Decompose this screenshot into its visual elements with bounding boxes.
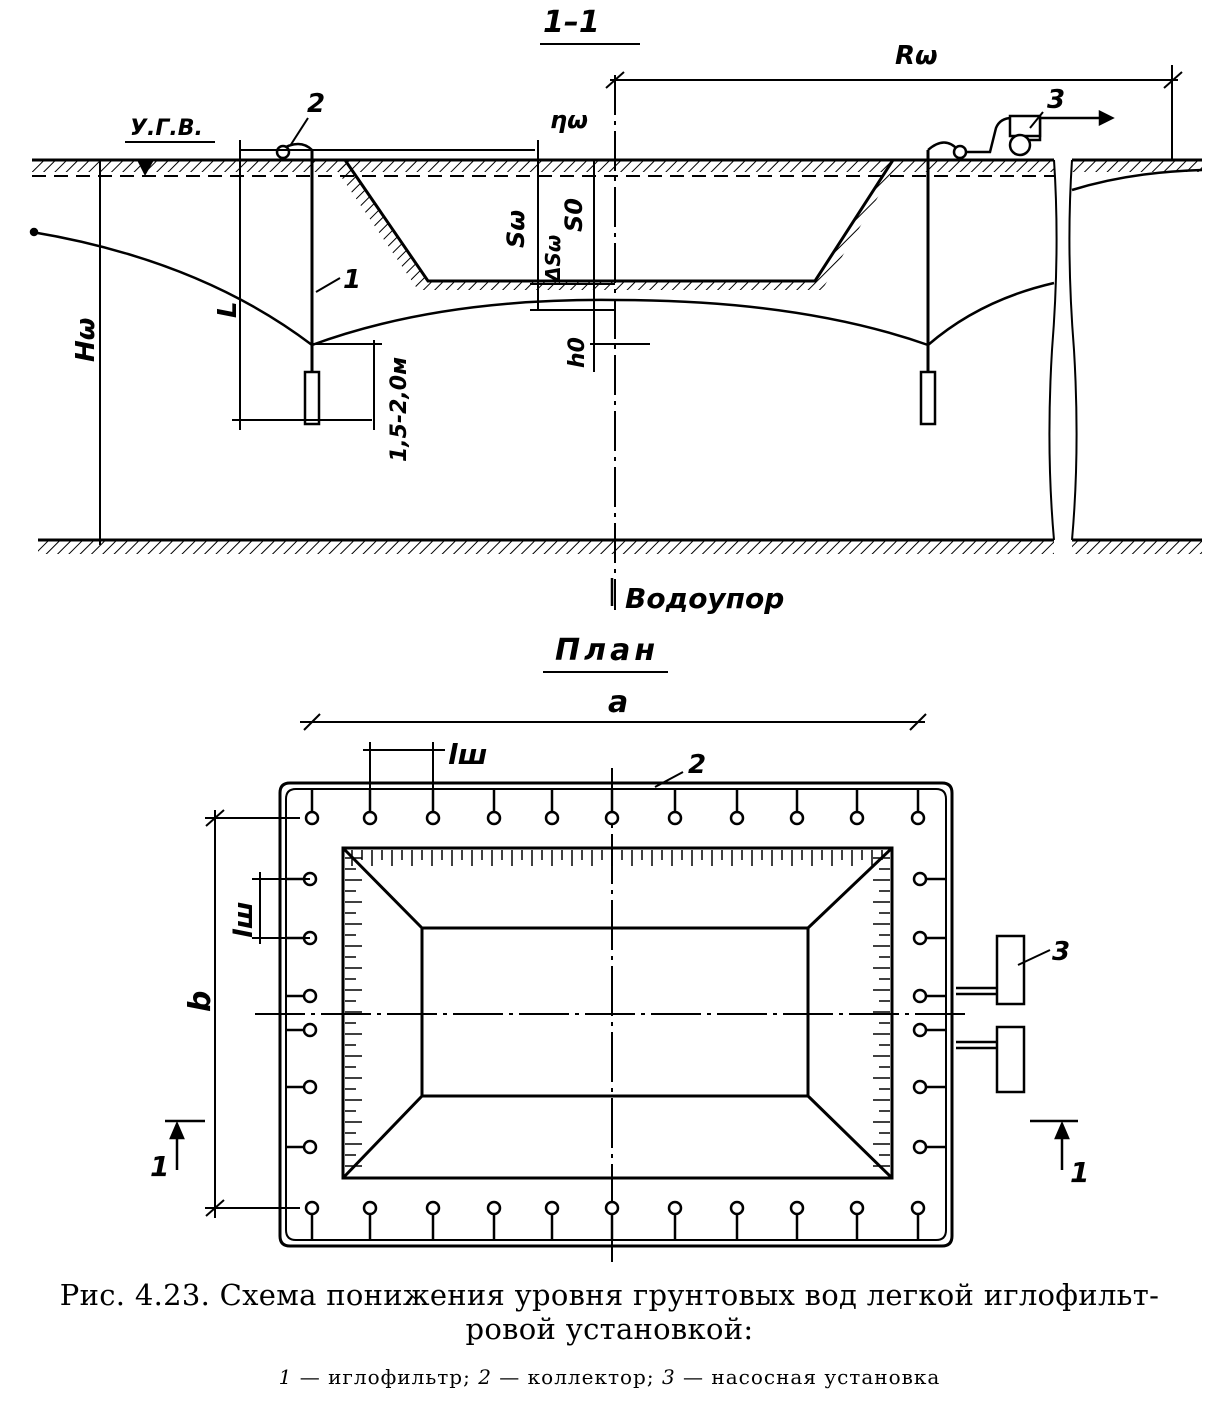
wellpoint-icon <box>425 1200 441 1240</box>
label-depth: 1,5-2,0м <box>387 357 412 462</box>
wellpoint-icon <box>849 789 865 826</box>
section-view: 1–1 <box>29 5 1203 615</box>
wellpoint-icon <box>286 988 318 1004</box>
wellpoint-icon <box>912 871 946 887</box>
plan-title: План <box>555 633 659 668</box>
label-S0: S0 <box>560 198 588 232</box>
aquiclude-layer <box>38 538 1202 554</box>
radius-dimension <box>605 65 1183 160</box>
drawdown-dimensions <box>99 140 650 545</box>
label-h0: h0 <box>565 337 590 368</box>
section-mark-right <box>1030 1119 1078 1170</box>
label-dimension-a: a <box>608 685 628 720</box>
pump-leader <box>1029 111 1044 129</box>
dimension-lsh-left <box>252 872 310 944</box>
label-collector-2: 2 <box>307 89 325 119</box>
label-H: Hω <box>71 318 101 362</box>
wellpoint-icon <box>729 1200 745 1240</box>
label-wellpoint-1: 1 <box>343 265 361 295</box>
wellpoint-icon <box>362 1200 378 1240</box>
caption-line-2: ровой установкой: <box>465 1312 754 1346</box>
wellpoint-icon <box>425 789 441 826</box>
section-title: 1–1 <box>543 5 600 40</box>
wellpoint-icon <box>910 1200 926 1240</box>
excavation-pit <box>338 159 895 290</box>
caption-legend: 1 — иглофильтр; 2 — коллектор; 3 — насос… <box>0 1364 1219 1390</box>
collector-frame <box>278 781 954 1248</box>
wellpoint-icon <box>486 1200 502 1240</box>
legend-2-num: 2 <box>478 1365 492 1389</box>
wellpoint-icon <box>604 789 620 826</box>
wellpoint-icon <box>912 1079 946 1095</box>
pump-unit-icon <box>966 109 1115 157</box>
label-lsh-left: lш <box>229 901 259 938</box>
dimension-a <box>300 713 927 731</box>
wellpoint-icon <box>604 1200 620 1240</box>
wellpoint-leader <box>315 277 341 293</box>
legend-1-num: 1 <box>278 1365 293 1389</box>
label-pump-plan: 3 <box>1052 937 1070 967</box>
label-section-mark-left: 1 <box>150 1150 169 1183</box>
wellpoint-icon <box>667 789 683 826</box>
wellpoint-icon <box>286 1079 318 1095</box>
label-radius: Rω <box>895 41 938 71</box>
wellpoint-icon <box>667 1200 683 1240</box>
label-collector-plan: 2 <box>688 750 706 780</box>
wellpoint-icon <box>789 789 805 826</box>
plan-view: План a lш 2 <box>150 633 1089 1262</box>
dimension-b <box>205 809 300 1218</box>
wellpoint-right <box>919 141 968 426</box>
section-mark-left <box>165 1119 205 1170</box>
label-dimension-b: b <box>183 991 218 1012</box>
wellpoint-icon <box>362 789 378 826</box>
wellpoint-icon <box>789 1200 805 1240</box>
label-pump-3: 3 <box>1047 85 1065 115</box>
wellpoint-icon <box>912 930 946 946</box>
wellpoint-icon <box>286 1022 318 1038</box>
pump-plan-leader <box>1017 949 1051 966</box>
wellpoint-icon <box>912 1139 946 1155</box>
pit-plan <box>341 846 894 1180</box>
wellpoint-icon <box>849 1200 865 1240</box>
label-section-mark-right: 1 <box>1070 1156 1089 1189</box>
wellpoint-icon <box>304 1200 320 1240</box>
label-delta-S: ΔSω <box>541 235 565 284</box>
collector-plan-leader <box>654 771 684 788</box>
wellpoint-icon <box>544 789 560 826</box>
figure-caption: Рис. 4.23. Схема понижения уровня грунто… <box>0 1278 1219 1346</box>
depression-curve <box>29 168 1203 347</box>
wellpoint-left <box>275 142 321 426</box>
dewatering-diagram: 1–1 <box>29 5 1203 1262</box>
collector-leader <box>289 117 309 147</box>
label-S-omega: Sω <box>502 210 530 248</box>
wellpoint-icon <box>544 1200 560 1240</box>
legend-3-text: — насосная установка <box>683 1365 941 1389</box>
wellpoint-icon <box>910 789 926 826</box>
wellpoint-icon <box>912 988 946 1004</box>
label-L: L <box>213 301 243 318</box>
wellpoint-icon <box>304 789 320 826</box>
label-lsh-top: lш <box>448 738 487 771</box>
wellpoint-icon <box>286 1139 318 1155</box>
legend-2-text: — коллектор; <box>499 1365 655 1389</box>
pump-plan-icon <box>956 934 1026 1094</box>
ugv-triangle-icon <box>137 160 154 176</box>
slope-hatching <box>345 850 890 1167</box>
legend-1-text: — иглофильтр; <box>299 1365 471 1389</box>
wellpoint-ring <box>286 789 946 1240</box>
ground-surface <box>32 158 1202 172</box>
label-aquiclude: Водоупор <box>625 582 784 615</box>
wellpoint-icon <box>729 789 745 826</box>
caption-line-1: Рис. 4.23. Схема понижения уровня грунто… <box>59 1278 1160 1312</box>
label-eta: ηω <box>550 106 588 134</box>
legend-3-num: 3 <box>661 1365 676 1389</box>
wellpoint-icon <box>486 789 502 826</box>
label-ugv: У.Г.В. <box>130 116 203 141</box>
break-line <box>1048 159 1078 541</box>
wellpoint-icon <box>912 1022 946 1038</box>
